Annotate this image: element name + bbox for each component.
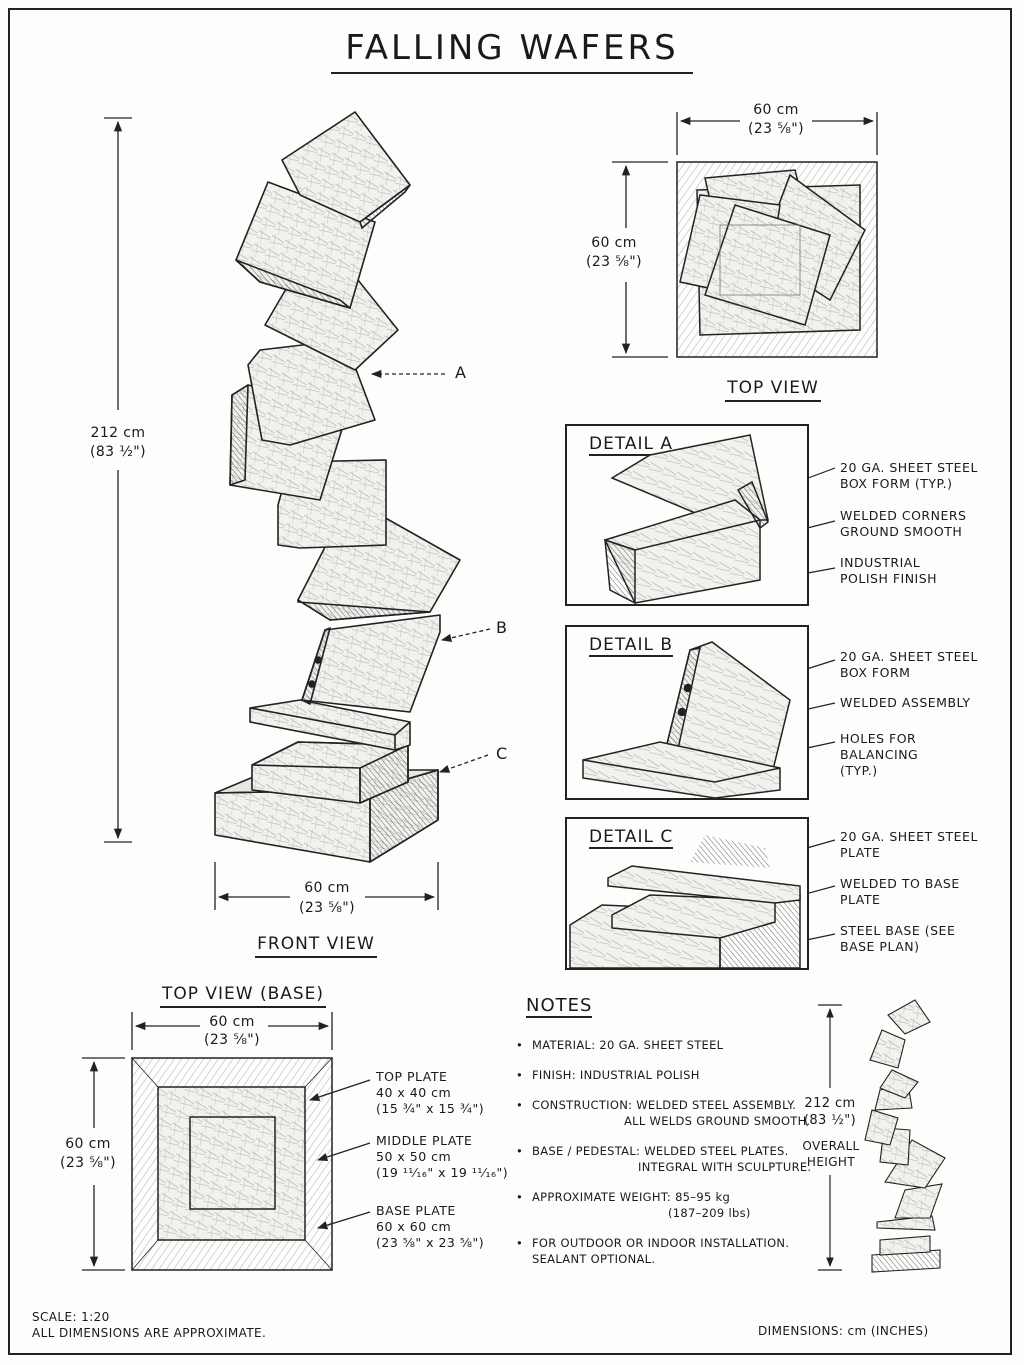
- overall-label-1: OVERALL: [802, 1139, 860, 1153]
- base-depth-in: (23 ⅝"): [60, 1155, 116, 1171]
- overall-height-dimension: [818, 1004, 842, 1271]
- base-view-label: TOP VIEW (BASE): [148, 984, 338, 1008]
- marker-a: A: [455, 363, 467, 382]
- top-view-drawing: [676, 161, 878, 358]
- top-depth-in: (23 ⅝"): [586, 254, 642, 270]
- scale-note: SCALE: 1:20: [32, 1310, 110, 1324]
- note-finish: FINISH: INDUSTRIAL POLISH: [514, 1067, 814, 1083]
- overall-height-cm: 212 cm: [804, 1096, 856, 1111]
- detail-b-label: DETAIL B: [589, 635, 674, 657]
- base-width-cm: 60 cm: [209, 1014, 255, 1030]
- units-note: DIMENSIONS: cm (INCHES): [758, 1324, 929, 1338]
- base-width-in: (23 ⅝"): [204, 1032, 260, 1048]
- approx-note: ALL DIMENSIONS ARE APPROXIMATE.: [32, 1326, 267, 1340]
- front-height-in: (83 ½"): [90, 444, 146, 460]
- front-height-cm: 212 cm: [90, 425, 146, 441]
- overall-label-2: HEIGHT: [806, 1155, 856, 1169]
- note-material: MATERIAL: 20 GA. SHEET STEEL: [514, 1037, 814, 1053]
- detail-c-label: DETAIL C: [589, 827, 674, 849]
- top-view-dimensions: [612, 112, 878, 358]
- top-depth-cm: 60 cm: [591, 235, 637, 251]
- detail-a-box: DETAIL A: [565, 424, 809, 606]
- detail-a-label: DETAIL A: [589, 434, 674, 456]
- drawing-title: FALLING WAFERS: [0, 28, 1024, 74]
- notes-title: NOTES: [526, 995, 593, 1018]
- front-width-cm: 60 cm: [304, 880, 350, 896]
- detail-c-box: DETAIL C: [565, 817, 809, 970]
- base-depth-cm: 60 cm: [65, 1136, 111, 1152]
- note-base-pedestal: BASE / PEDESTAL: WELDED STEEL PLATES.INT…: [514, 1143, 814, 1175]
- notes-list: MATERIAL: 20 GA. SHEET STEEL FINISH: IND…: [514, 1037, 814, 1281]
- detail-b-callout-2: WELDED ASSEMBLY: [840, 695, 971, 710]
- note-construction: CONSTRUCTION: WELDED STEEL ASSEMBLY.ALL …: [514, 1097, 814, 1129]
- front-width-in: (23 ⅝"): [299, 900, 355, 916]
- top-width-in: (23 ⅝"): [748, 121, 804, 137]
- top-view-label: TOP VIEW: [698, 378, 848, 402]
- marker-b: B: [496, 618, 508, 637]
- base-top-view-dimensions: [82, 1012, 371, 1271]
- marker-c: C: [496, 744, 508, 763]
- note-installation: FOR OUTDOOR OR INDOOR INSTALLATION.SEALA…: [514, 1235, 814, 1267]
- sheet-border: [8, 8, 1012, 1355]
- front-view-dimensions: [104, 117, 491, 910]
- front-view-label: FRONT VIEW: [236, 934, 396, 958]
- overall-height-in: (83 ½"): [803, 1113, 857, 1128]
- top-width-cm: 60 cm: [753, 102, 799, 118]
- front-view-sculpture: [214, 111, 461, 863]
- detail-b-box: DETAIL B: [565, 625, 809, 800]
- note-weight: APPROXIMATE WEIGHT: 85–95 kg(187–209 lbs…: [514, 1189, 814, 1221]
- base-top-view-drawing: [131, 1057, 333, 1271]
- overall-thumbnail-sculpture: [864, 999, 946, 1273]
